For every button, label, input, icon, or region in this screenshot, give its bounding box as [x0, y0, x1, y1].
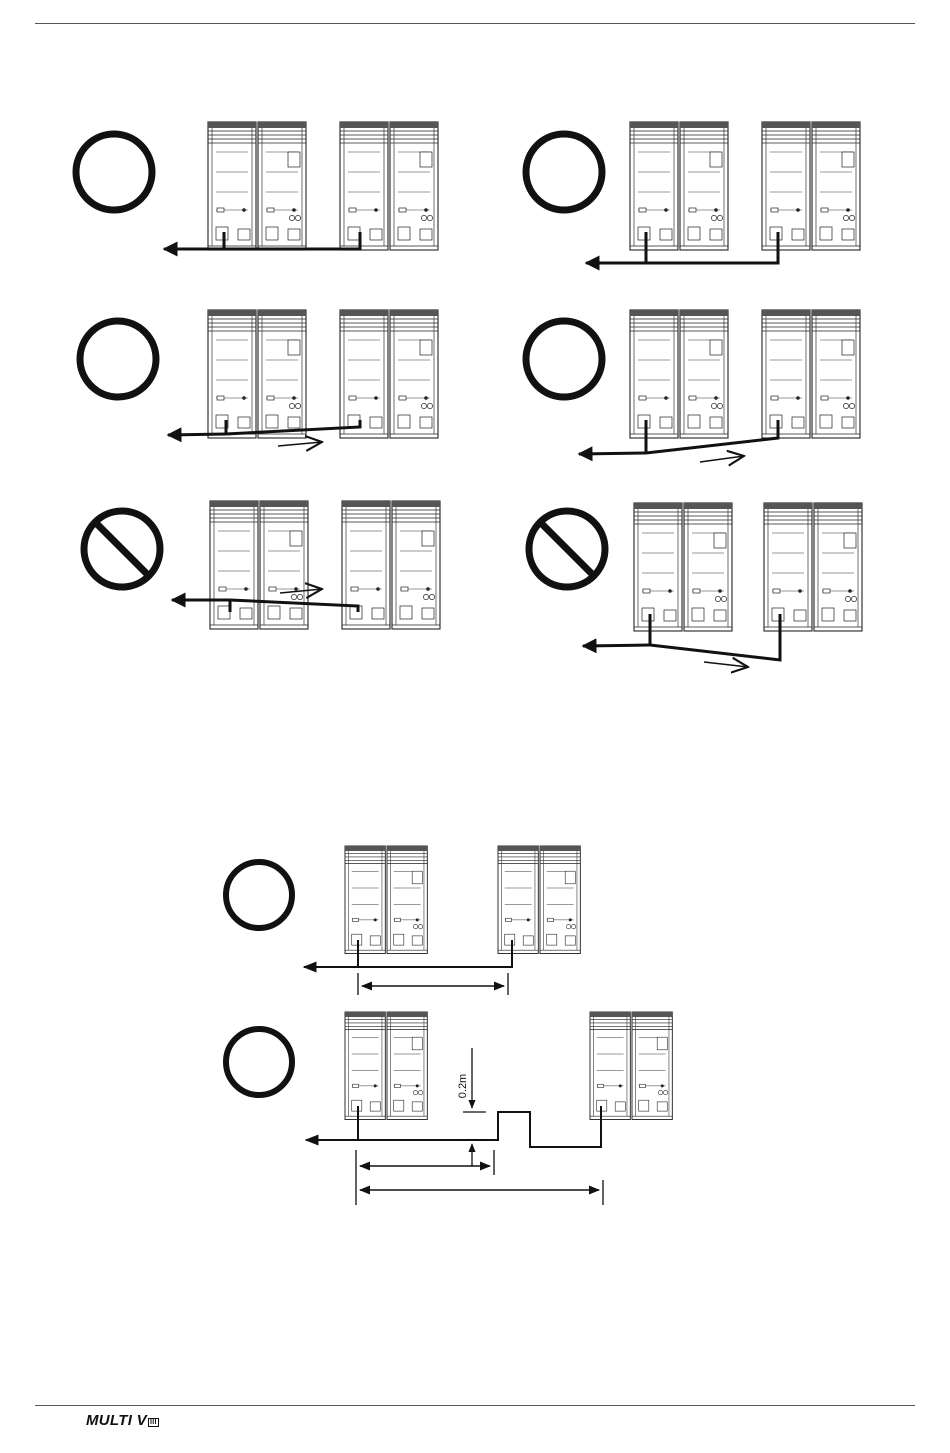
slope-arrow: [700, 456, 744, 462]
ok-circle-icon: [226, 862, 292, 928]
flow-arrow: [168, 434, 226, 435]
outdoor-unit-pair: [208, 122, 306, 250]
outdoor-unit-pair: [762, 122, 860, 250]
outdoor-unit-pair: [345, 1012, 427, 1120]
outdoor-unit-pair: [208, 310, 306, 438]
flow-arrow: [579, 453, 646, 454]
slope-arrow: [704, 662, 748, 667]
brand-badge: III: [148, 1418, 159, 1427]
prohibited-icon: [529, 511, 605, 587]
prohibited-icon: [84, 511, 160, 587]
outdoor-unit-pair: [340, 310, 438, 438]
outdoor-unit-pair: [498, 846, 580, 954]
outdoor-unit-pair: [630, 310, 728, 438]
ok-circle-icon: [80, 321, 156, 397]
outdoor-unit-pair: [210, 501, 308, 629]
outdoor-unit-pair: [630, 122, 728, 250]
flow-arrow: [583, 645, 650, 646]
outdoor-unit-pair: [634, 503, 732, 631]
ok-circle-icon: [526, 321, 602, 397]
outdoor-unit-pair: [340, 122, 438, 250]
outdoor-unit-pair: [764, 503, 862, 631]
slope-arrow: [278, 442, 322, 446]
brand-name: MULTI V: [86, 1412, 147, 1429]
ok-circle-icon: [226, 1029, 292, 1095]
ok-circle-icon: [76, 134, 152, 210]
ok-circle-icon: [526, 134, 602, 210]
outdoor-unit-pair: [762, 310, 860, 438]
outdoor-unit-pair: [590, 1012, 672, 1120]
outdoor-unit-pair: [345, 846, 427, 954]
height-dimension-label: 0.2m: [457, 1074, 469, 1098]
